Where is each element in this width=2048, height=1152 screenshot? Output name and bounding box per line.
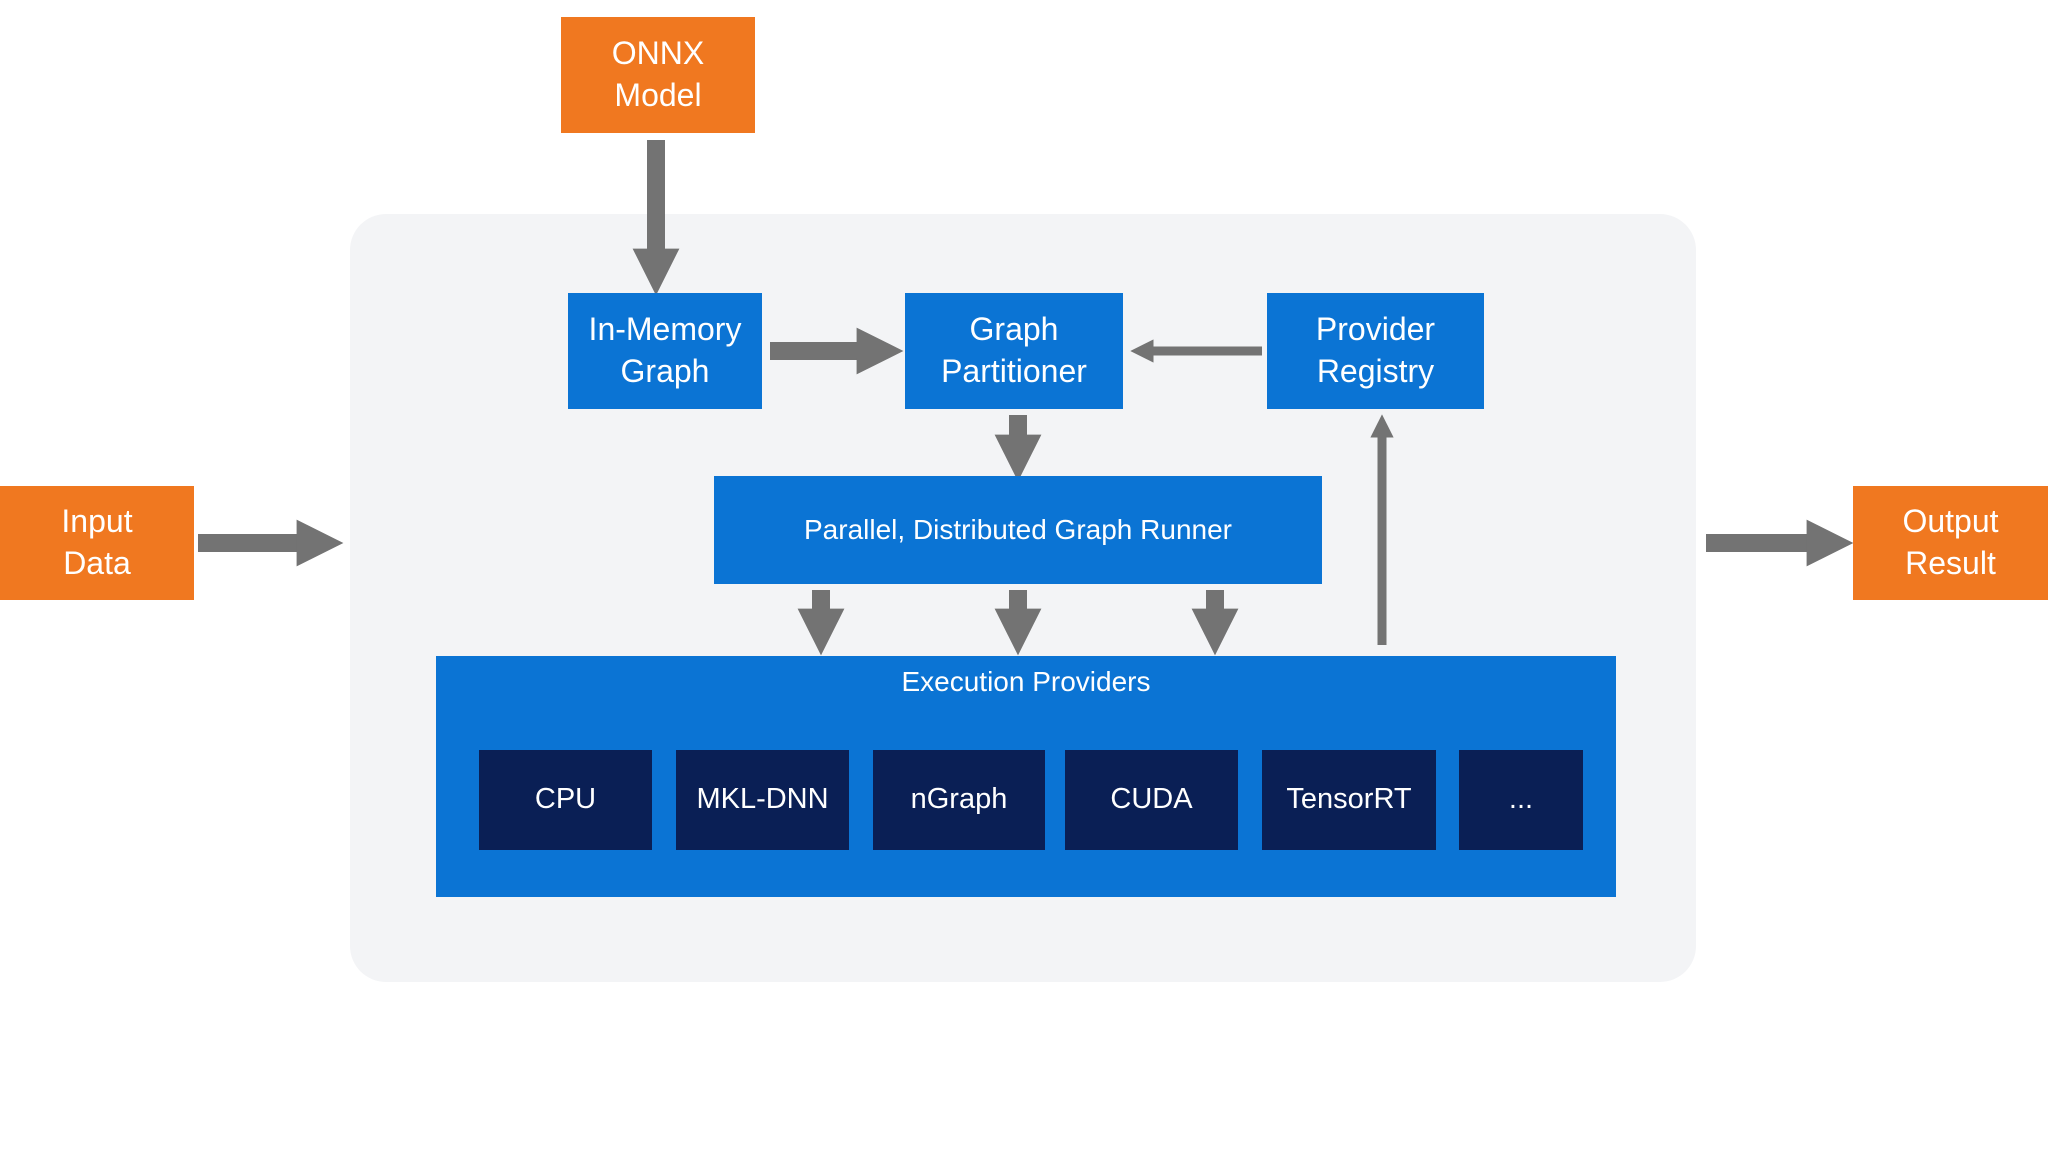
graph-runner-label: Parallel, Distributed Graph Runner <box>804 513 1232 545</box>
input-data-label: Input Data <box>61 503 133 581</box>
output-result-label: Output Result <box>1902 503 1999 581</box>
provider-ngraph-label: nGraph <box>910 783 1008 816</box>
provider-registry-label: Provider Registry <box>1315 311 1436 389</box>
provider-cuda: CUDA <box>1065 750 1238 850</box>
provider-cpu-label: CPU <box>534 783 597 816</box>
provider-tensorrt: TensorRT <box>1262 750 1436 850</box>
provider-mkl-dnn: MKL-DNN <box>676 750 849 850</box>
execution-providers-container: Execution Providers CPU MKL-DNN nGraph C… <box>436 656 1616 897</box>
output-result-box: Output Result <box>1853 486 2048 600</box>
onnx-model-box: ONNX Model <box>561 17 755 133</box>
provider-registry-box: Provider Registry <box>1267 293 1484 409</box>
provider-cuda-label: CUDA <box>1110 783 1193 816</box>
in-memory-graph-label: In-Memory Graph <box>588 311 742 389</box>
input-data-box: Input Data <box>0 486 194 600</box>
execution-providers-title: Execution Providers <box>901 666 1151 697</box>
graph-runner-box: Parallel, Distributed Graph Runner <box>714 476 1322 584</box>
provider-mkl-dnn-label: MKL-DNN <box>696 783 829 816</box>
provider-ngraph: nGraph <box>873 750 1045 850</box>
in-memory-graph-box: In-Memory Graph <box>568 293 762 409</box>
provider-tensorrt-label: TensorRT <box>1286 783 1412 816</box>
provider-cpu: CPU <box>479 750 652 850</box>
provider-more: ... <box>1459 750 1583 850</box>
provider-more-label: ... <box>1508 783 1534 816</box>
graph-partitioner-label: Graph Partitioner <box>941 311 1087 389</box>
graph-partitioner-box: Graph Partitioner <box>905 293 1123 409</box>
onnx-model-label: ONNX Model <box>611 35 705 113</box>
